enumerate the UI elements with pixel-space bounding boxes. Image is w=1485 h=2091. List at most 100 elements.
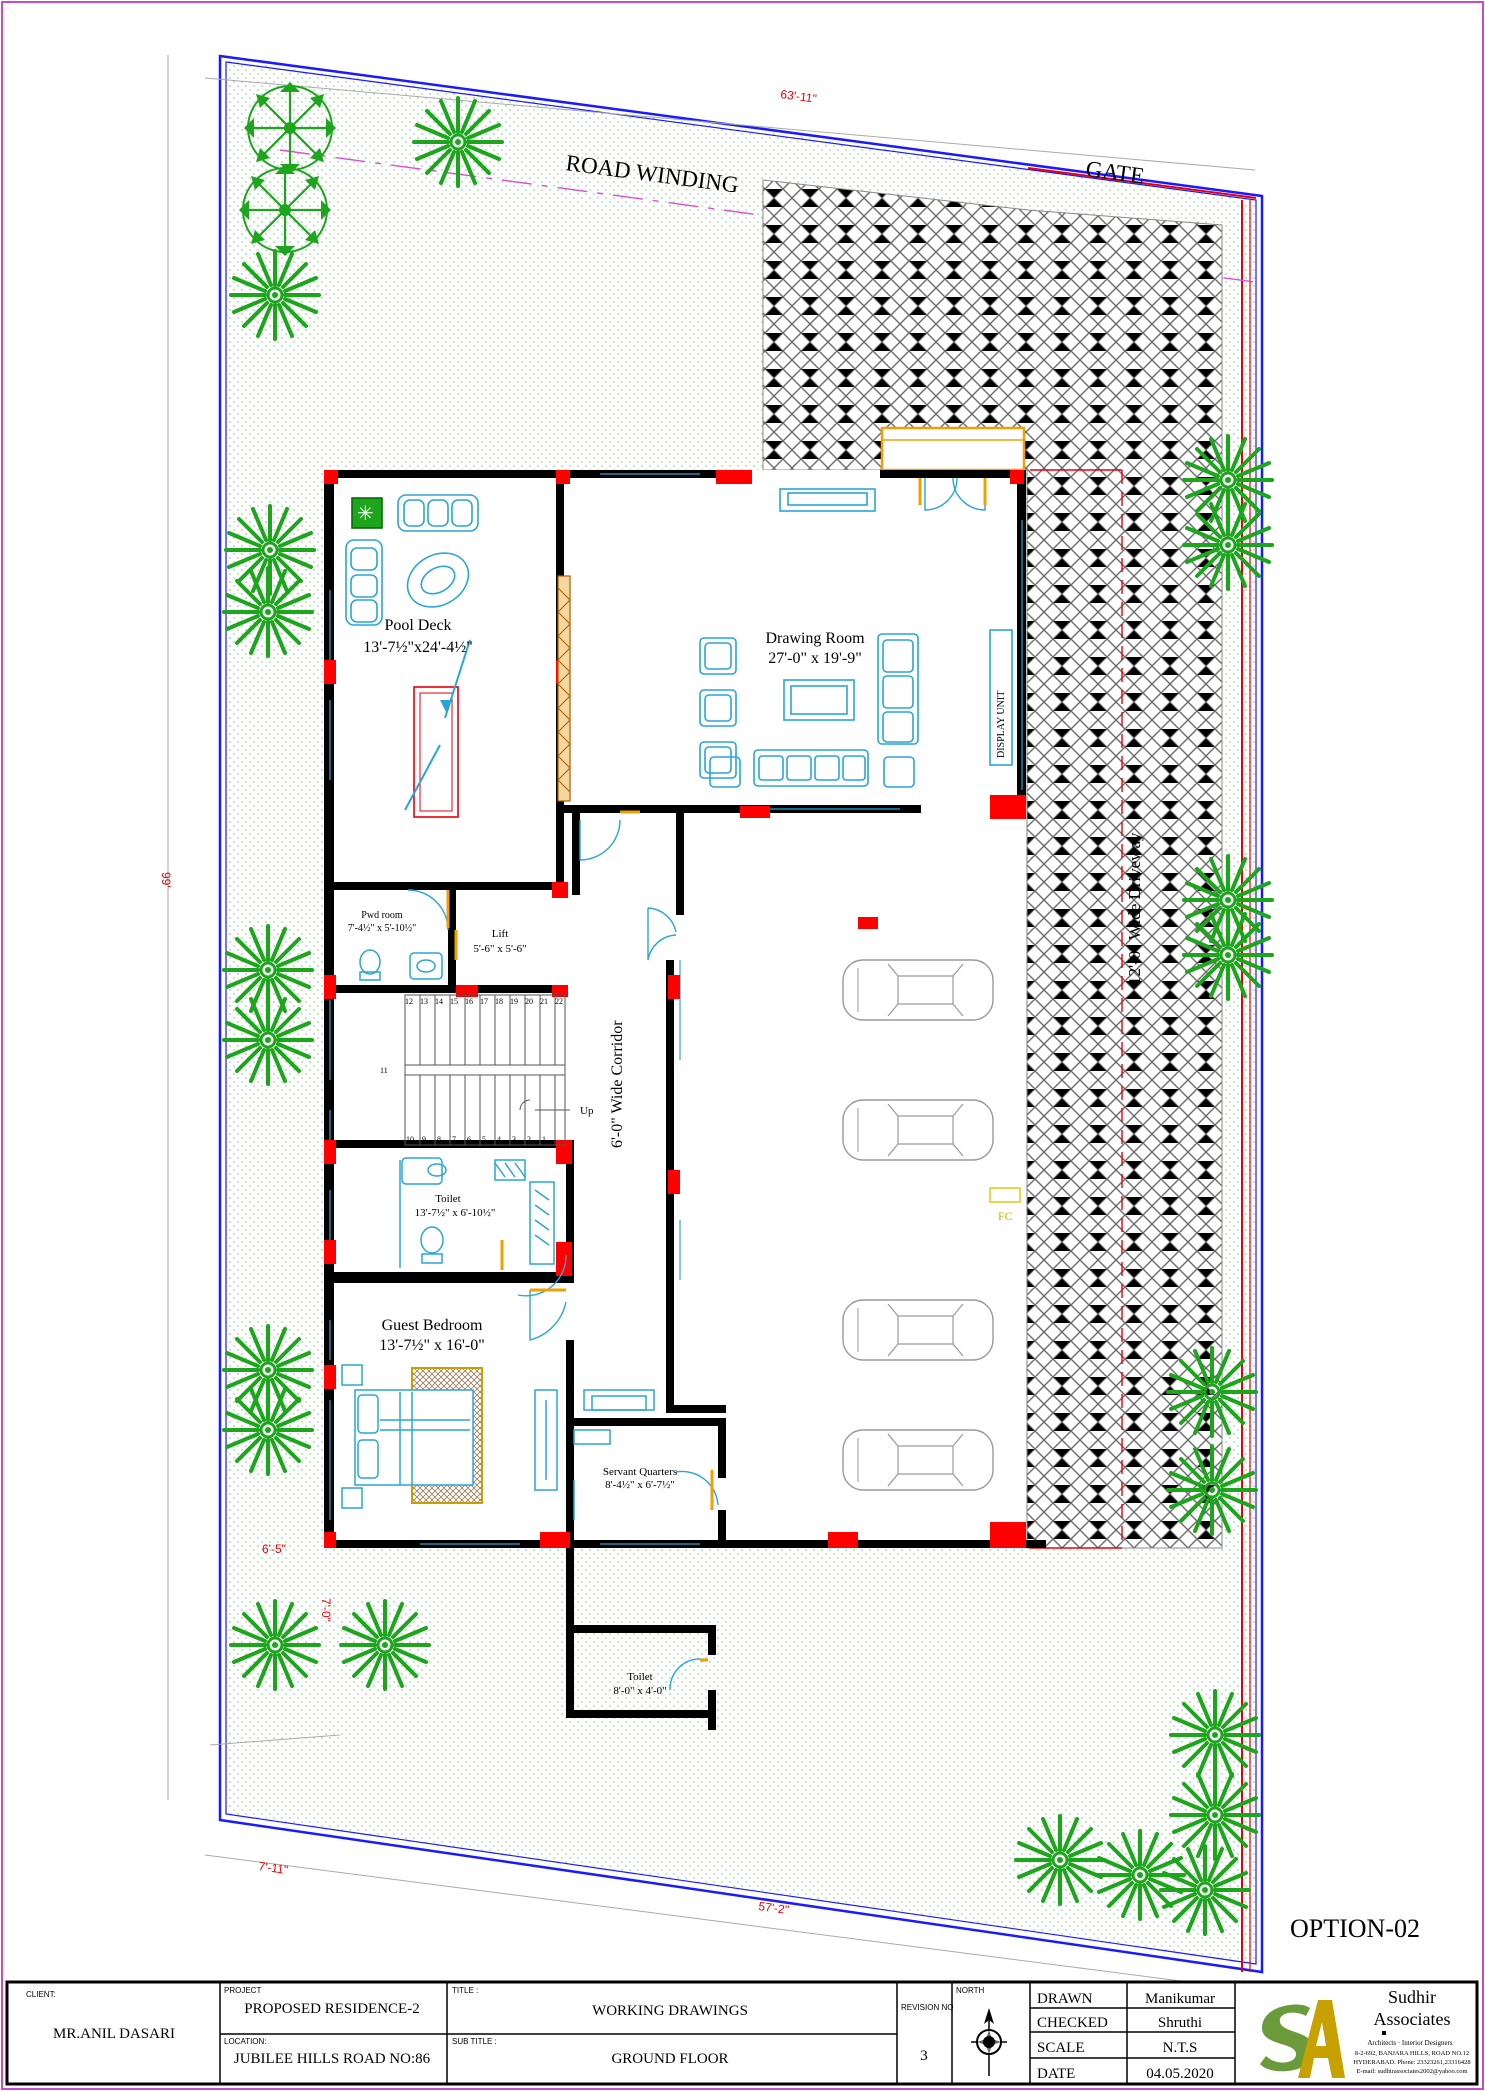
dim-side-gap: 6'-5" bbox=[262, 1542, 286, 1556]
svg-text:7: 7 bbox=[452, 1135, 456, 1144]
stair-landing-number: 11 bbox=[380, 1066, 388, 1075]
room-labels: Pool Deck 13'-7½"x24'-4½" Drawing Room 2… bbox=[348, 617, 1144, 1697]
firm-email: E-mail: sudhirassociates2002@yahoo.com bbox=[1356, 2068, 1467, 2075]
svg-text:4: 4 bbox=[497, 1135, 501, 1144]
svg-text:9: 9 bbox=[422, 1135, 426, 1144]
location-value: JUBILEE HILLS ROAD NO:86 bbox=[234, 2051, 431, 2067]
dim-rear-gap: 7'-0" bbox=[319, 1598, 333, 1622]
client-label: CLIENT: bbox=[26, 1990, 56, 1999]
guest-bedroom-name: Guest Bedroom bbox=[382, 1317, 483, 1334]
location-label: LOCATION: bbox=[224, 2037, 267, 2046]
columns bbox=[324, 470, 1026, 1548]
toilet2-size: 8'-0" x 4'-0" bbox=[613, 1685, 666, 1697]
pwd-room-name: Pwd room bbox=[361, 910, 403, 921]
guest-bedroom-size: 13'-7½" x 16'-0" bbox=[379, 1337, 484, 1354]
title-block bbox=[5, 1980, 1479, 2086]
date-value: 04.05.2020 bbox=[1146, 2066, 1214, 2082]
firm-name-2: Associates bbox=[1374, 2009, 1451, 2029]
toilet2-name: Toilet bbox=[627, 1671, 653, 1683]
servant-quarters-size: 8'-4½" x 6'-7½" bbox=[605, 1479, 675, 1491]
svg-text:21: 21 bbox=[540, 997, 548, 1006]
revision-value: 3 bbox=[920, 2048, 928, 2064]
drawn-value: Manikumar bbox=[1145, 1991, 1215, 2007]
toilet1-size: 13'-7½" x 6'-10½" bbox=[415, 1207, 496, 1219]
dim-left: 99' bbox=[159, 872, 173, 888]
drawing-room-furniture bbox=[699, 488, 1013, 788]
north-arrow-icon bbox=[971, 2008, 1007, 2076]
stair-numbers-bottom: 10 9 8 7 6 5 4 3 2 1 bbox=[406, 1135, 546, 1144]
subtitle-value: GROUND FLOOR bbox=[611, 2051, 728, 2067]
svg-text:20: 20 bbox=[525, 997, 533, 1006]
project-value: PROPOSED RESIDENCE-2 bbox=[244, 2001, 419, 2017]
firm-name: Sudhir bbox=[1388, 1987, 1436, 2007]
option-label: OPTION-02 bbox=[1290, 1914, 1420, 1943]
svg-text:17: 17 bbox=[480, 997, 488, 1006]
dim-bottom: 57'-2" bbox=[758, 1899, 790, 1917]
pool-deck-size: 13'-7½"x24'-4½" bbox=[363, 639, 472, 656]
drawing-room-name: Drawing Room bbox=[765, 630, 865, 647]
client-value: MR.ANIL DASARI bbox=[53, 2026, 175, 2042]
revision-label: REVISION NO bbox=[901, 2003, 953, 2012]
stair-direction-arrow bbox=[519, 1099, 570, 1111]
pool-deck-furniture: ✳ bbox=[345, 494, 479, 626]
svg-text:1: 1 bbox=[542, 1135, 546, 1144]
svg-text:19: 19 bbox=[510, 997, 518, 1006]
svg-text:12: 12 bbox=[405, 997, 413, 1006]
title-label: TITLE : bbox=[452, 1986, 478, 1995]
firm-divider bbox=[1382, 2031, 1386, 2035]
pool-deck-name: Pool Deck bbox=[384, 617, 451, 634]
toilet1-name: Toilet bbox=[435, 1193, 461, 1205]
servant-quarters-fixtures bbox=[573, 1389, 655, 1520]
svg-text:3: 3 bbox=[512, 1135, 516, 1144]
lift-size: 5'-6" x 5'-6" bbox=[473, 943, 526, 955]
svg-text:8: 8 bbox=[437, 1135, 441, 1144]
svg-text:2: 2 bbox=[527, 1135, 531, 1144]
dim-corner: 7'-11" bbox=[258, 1859, 289, 1877]
firm-subtitle: Architects · Interior Designers bbox=[1367, 2039, 1453, 2047]
svg-text:10: 10 bbox=[406, 1135, 414, 1144]
firm-address-2: HYDERABAD. Phone: 23323261,23316428 bbox=[1353, 2059, 1470, 2066]
svg-text:✳: ✳ bbox=[357, 501, 374, 525]
dim-top: 63'-11" bbox=[780, 87, 818, 106]
toilet1-fixtures bbox=[399, 1157, 555, 1268]
stair-up-label: Up bbox=[580, 1105, 594, 1117]
drawing-room-size: 27'-0" x 19'-9" bbox=[768, 650, 861, 667]
checked-value: Shruthi bbox=[1158, 2015, 1202, 2031]
dimension-lines bbox=[167, 55, 1256, 1991]
subtitle-label: SUB TITLE : bbox=[452, 2037, 497, 2046]
svg-text:14: 14 bbox=[435, 997, 443, 1006]
firm-address-1: 8-2-692, BANJARA HILLS, ROAD NO.12 bbox=[1355, 2050, 1469, 2057]
guest-bedroom-furniture bbox=[341, 1364, 558, 1509]
firm-logo bbox=[1260, 2000, 1345, 2078]
pool-table bbox=[404, 639, 471, 818]
pwd-fixtures bbox=[359, 949, 443, 981]
corridor-label: 6'-0" Wide Corridor bbox=[609, 1020, 626, 1148]
svg-text:13: 13 bbox=[420, 997, 428, 1006]
fire-cabinet-label: FC bbox=[998, 1209, 1013, 1223]
display-unit-label: DISPLAY UNIT bbox=[996, 691, 1007, 758]
staircase bbox=[404, 994, 566, 1146]
driveway-label: 12'-0" Wide Driveway bbox=[1125, 832, 1144, 985]
doors bbox=[407, 477, 987, 1691]
date-label: DATE bbox=[1037, 2066, 1075, 2082]
checked-label: CHECKED bbox=[1037, 2015, 1108, 2031]
lift-name: Lift bbox=[492, 928, 509, 940]
svg-text:16: 16 bbox=[465, 997, 473, 1006]
servant-quarters-name: Servant Quarters bbox=[603, 1466, 677, 1478]
svg-text:6: 6 bbox=[467, 1135, 471, 1144]
entrance-porch bbox=[880, 426, 1026, 472]
svg-text:5: 5 bbox=[482, 1135, 486, 1144]
scale-value: N.T.S bbox=[1163, 2040, 1198, 2056]
jaali-screen bbox=[557, 575, 571, 802]
scale-label: SCALE bbox=[1037, 2040, 1085, 2056]
svg-text:22: 22 bbox=[555, 997, 563, 1006]
fire-cabinet-box bbox=[989, 1187, 1021, 1203]
project-label: PROJECT bbox=[224, 1986, 261, 1995]
drawn-label: DRAWN bbox=[1037, 1991, 1093, 2007]
pwd-room-size: 7'-4½" x 5'-10½" bbox=[348, 923, 416, 934]
north-label: NORTH bbox=[956, 1986, 985, 1995]
stair-numbers-top: 12 13 14 15 16 17 18 19 20 21 22 bbox=[405, 997, 563, 1006]
svg-text:15: 15 bbox=[450, 997, 458, 1006]
